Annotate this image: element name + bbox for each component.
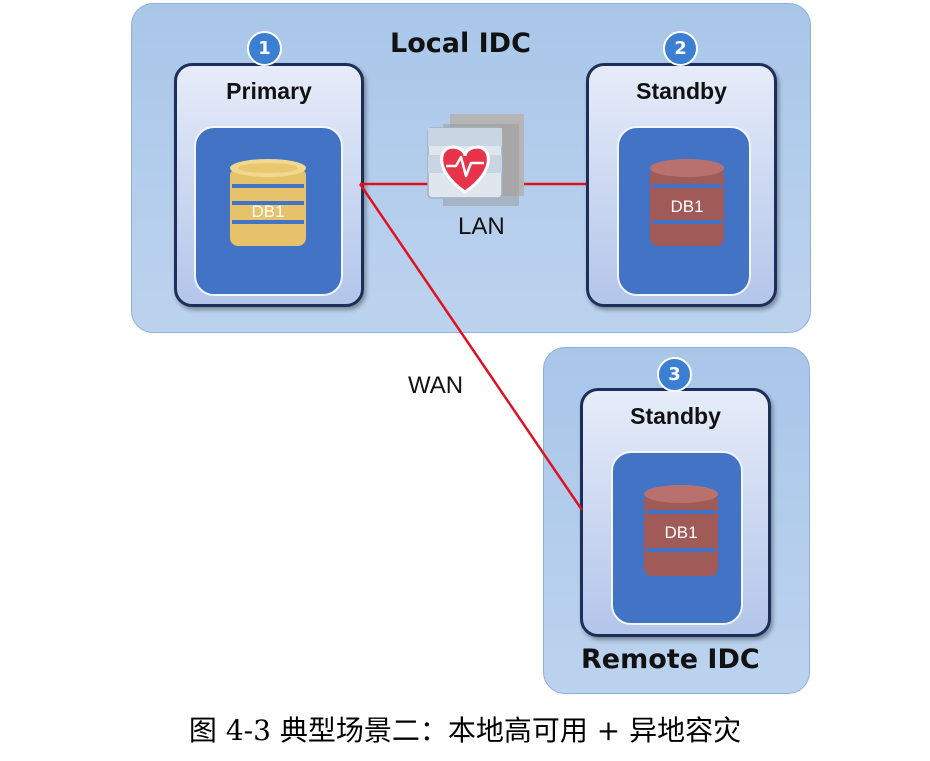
node-badge-1: 1 — [247, 31, 282, 66]
db-label: DB1 — [664, 523, 697, 542]
heartbeat-server-icon — [427, 114, 524, 206]
server-role-label: Standby — [636, 78, 727, 104]
server-role-label: Standby — [630, 403, 721, 429]
standby-server-local: Standby — [586, 63, 777, 307]
standby-local-db-icon: DB1 — [650, 159, 724, 246]
node-badge-2: 2 — [663, 31, 698, 66]
figure-caption: 图 4-3 典型场景二：本地高可用 + 异地容灾 — [188, 714, 742, 747]
db-label: DB1 — [670, 197, 703, 216]
server-role-label: Primary — [226, 78, 312, 104]
lan-label: LAN — [458, 213, 505, 240]
remote-idc-title: Remote IDC — [581, 644, 760, 675]
primary-db-icon: DB1 — [230, 159, 306, 246]
standby-remote-db-icon: DB1 — [644, 485, 718, 576]
wan-label: WAN — [408, 372, 464, 399]
local-idc-title: Local IDC — [390, 28, 531, 59]
db-label: DB1 — [251, 202, 284, 221]
node-badge-3: 3 — [657, 357, 692, 392]
wan-link — [358, 183, 584, 511]
